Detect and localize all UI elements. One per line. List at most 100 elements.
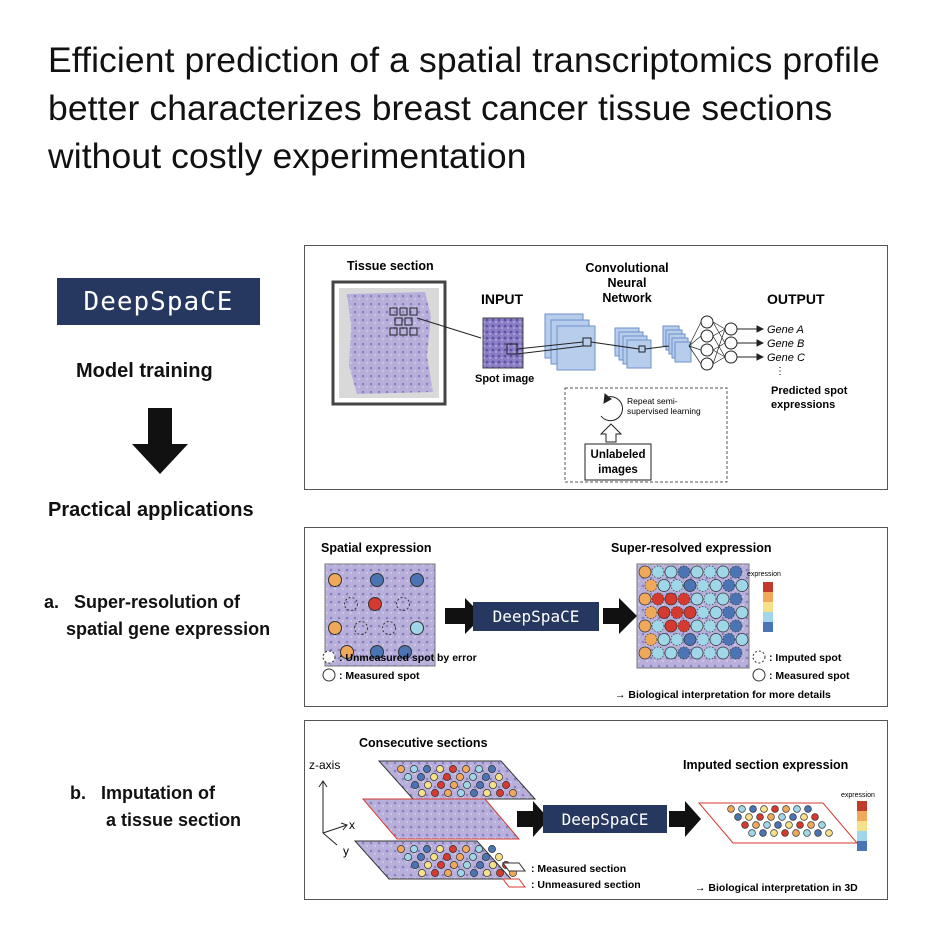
spot bbox=[443, 853, 451, 861]
spot bbox=[496, 789, 504, 797]
spot bbox=[482, 773, 490, 781]
spot bbox=[483, 869, 491, 877]
spot bbox=[703, 646, 717, 660]
spot bbox=[804, 805, 812, 813]
spot bbox=[475, 765, 483, 773]
panel-b: Consecutive sections z-axis x y DeepSpaC… bbox=[304, 720, 888, 900]
spot bbox=[796, 821, 804, 829]
spot bbox=[734, 813, 742, 821]
measured-section-legend-icon bbox=[502, 862, 526, 872]
spot bbox=[651, 646, 665, 660]
spot bbox=[735, 633, 749, 646]
section-top bbox=[377, 760, 537, 800]
spot bbox=[417, 773, 425, 781]
app-b-label: b. Imputation of a tissue section bbox=[70, 780, 241, 834]
spot bbox=[760, 805, 768, 813]
spot bbox=[735, 579, 749, 592]
spot bbox=[431, 789, 439, 797]
repeat-line1: Repeat semi- bbox=[627, 396, 678, 406]
spot bbox=[404, 773, 412, 781]
cnn-line1: Convolutional bbox=[585, 261, 668, 275]
app-b-line2: a tissue section bbox=[106, 810, 242, 830]
app-a-line1: Super-resolution of bbox=[74, 592, 241, 612]
training-panel: Tissue section INPUT Spot image Convolut… bbox=[304, 245, 888, 490]
spot bbox=[690, 646, 704, 660]
repeat-cycle-icon bbox=[600, 393, 623, 422]
input-label: INPUT bbox=[481, 291, 523, 307]
deepspace-logo-b bbox=[543, 805, 667, 833]
spot bbox=[703, 565, 717, 579]
app-b-letter: b. bbox=[70, 783, 86, 803]
spot bbox=[456, 853, 464, 861]
spot bbox=[781, 829, 789, 837]
z-axis-label: z-axis bbox=[309, 758, 340, 772]
spot bbox=[690, 592, 704, 606]
imputed-spot-legend-icon bbox=[752, 650, 766, 664]
spot bbox=[729, 646, 743, 660]
spot bbox=[638, 565, 652, 579]
practical-applications-label: Practical applications bbox=[48, 499, 254, 521]
spot bbox=[778, 813, 786, 821]
spot bbox=[638, 592, 652, 606]
spot bbox=[462, 845, 470, 853]
measured-spot-label: : Measured spot bbox=[339, 670, 420, 682]
measured-spot-right-label: : Measured spot bbox=[769, 670, 850, 682]
spot bbox=[683, 606, 697, 619]
spot bbox=[756, 813, 764, 821]
spot bbox=[657, 579, 671, 592]
super-resolved-label: Super-resolved expression bbox=[611, 541, 771, 555]
spot bbox=[424, 861, 432, 869]
spot bbox=[818, 821, 826, 829]
spot bbox=[495, 773, 503, 781]
spot bbox=[727, 805, 735, 813]
cnn-line3: Network bbox=[602, 291, 651, 305]
spot bbox=[677, 619, 691, 633]
spot bbox=[450, 781, 458, 789]
spot bbox=[745, 813, 753, 821]
spot bbox=[444, 789, 452, 797]
spot bbox=[476, 781, 484, 789]
spot bbox=[709, 579, 723, 592]
up-arrow-icon bbox=[599, 423, 623, 443]
predicted-line1: Predicted spot bbox=[771, 385, 848, 397]
svg-text:⋮: ⋮ bbox=[775, 366, 785, 377]
app-a-label: a. Super-resolution of spatial gene expr… bbox=[44, 589, 270, 643]
spot bbox=[716, 646, 730, 660]
unlabeled-line1: Unlabeled bbox=[591, 449, 646, 461]
spot bbox=[749, 805, 757, 813]
spot bbox=[411, 861, 419, 869]
panel-a: Spatial expression DeepSpaCE Super-resol… bbox=[304, 527, 888, 707]
spot bbox=[664, 646, 678, 660]
interpretation-a: → Biological interpretation for more det… bbox=[615, 689, 831, 701]
app-a-letter: a. bbox=[44, 592, 60, 612]
spot bbox=[449, 845, 457, 853]
spot bbox=[722, 606, 736, 619]
spot bbox=[418, 789, 426, 797]
x-label: x bbox=[349, 818, 355, 832]
spot bbox=[644, 579, 658, 592]
spot bbox=[825, 829, 833, 837]
imputed-spot-label: : Imputed spot bbox=[769, 652, 842, 664]
spot bbox=[748, 829, 756, 837]
unmeasured-spot-legend-icon bbox=[322, 650, 336, 664]
spot bbox=[729, 565, 743, 579]
spot bbox=[771, 805, 779, 813]
spot bbox=[664, 619, 678, 633]
spot bbox=[397, 845, 405, 853]
spot bbox=[450, 861, 458, 869]
spot bbox=[644, 633, 658, 646]
measured-spot-legend-icon bbox=[322, 668, 336, 682]
spot bbox=[496, 869, 504, 877]
spot bbox=[709, 606, 723, 619]
cnn-layers bbox=[544, 313, 692, 371]
spot bbox=[644, 606, 658, 619]
section-middle-unmeasured bbox=[361, 798, 521, 840]
expression-label-a: expression bbox=[747, 571, 781, 578]
spot bbox=[470, 869, 478, 877]
spot bbox=[638, 619, 652, 633]
spot bbox=[423, 765, 431, 773]
spatial-spots bbox=[328, 573, 424, 659]
spot bbox=[424, 781, 432, 789]
spot bbox=[488, 845, 496, 853]
axis-icon bbox=[318, 780, 348, 846]
